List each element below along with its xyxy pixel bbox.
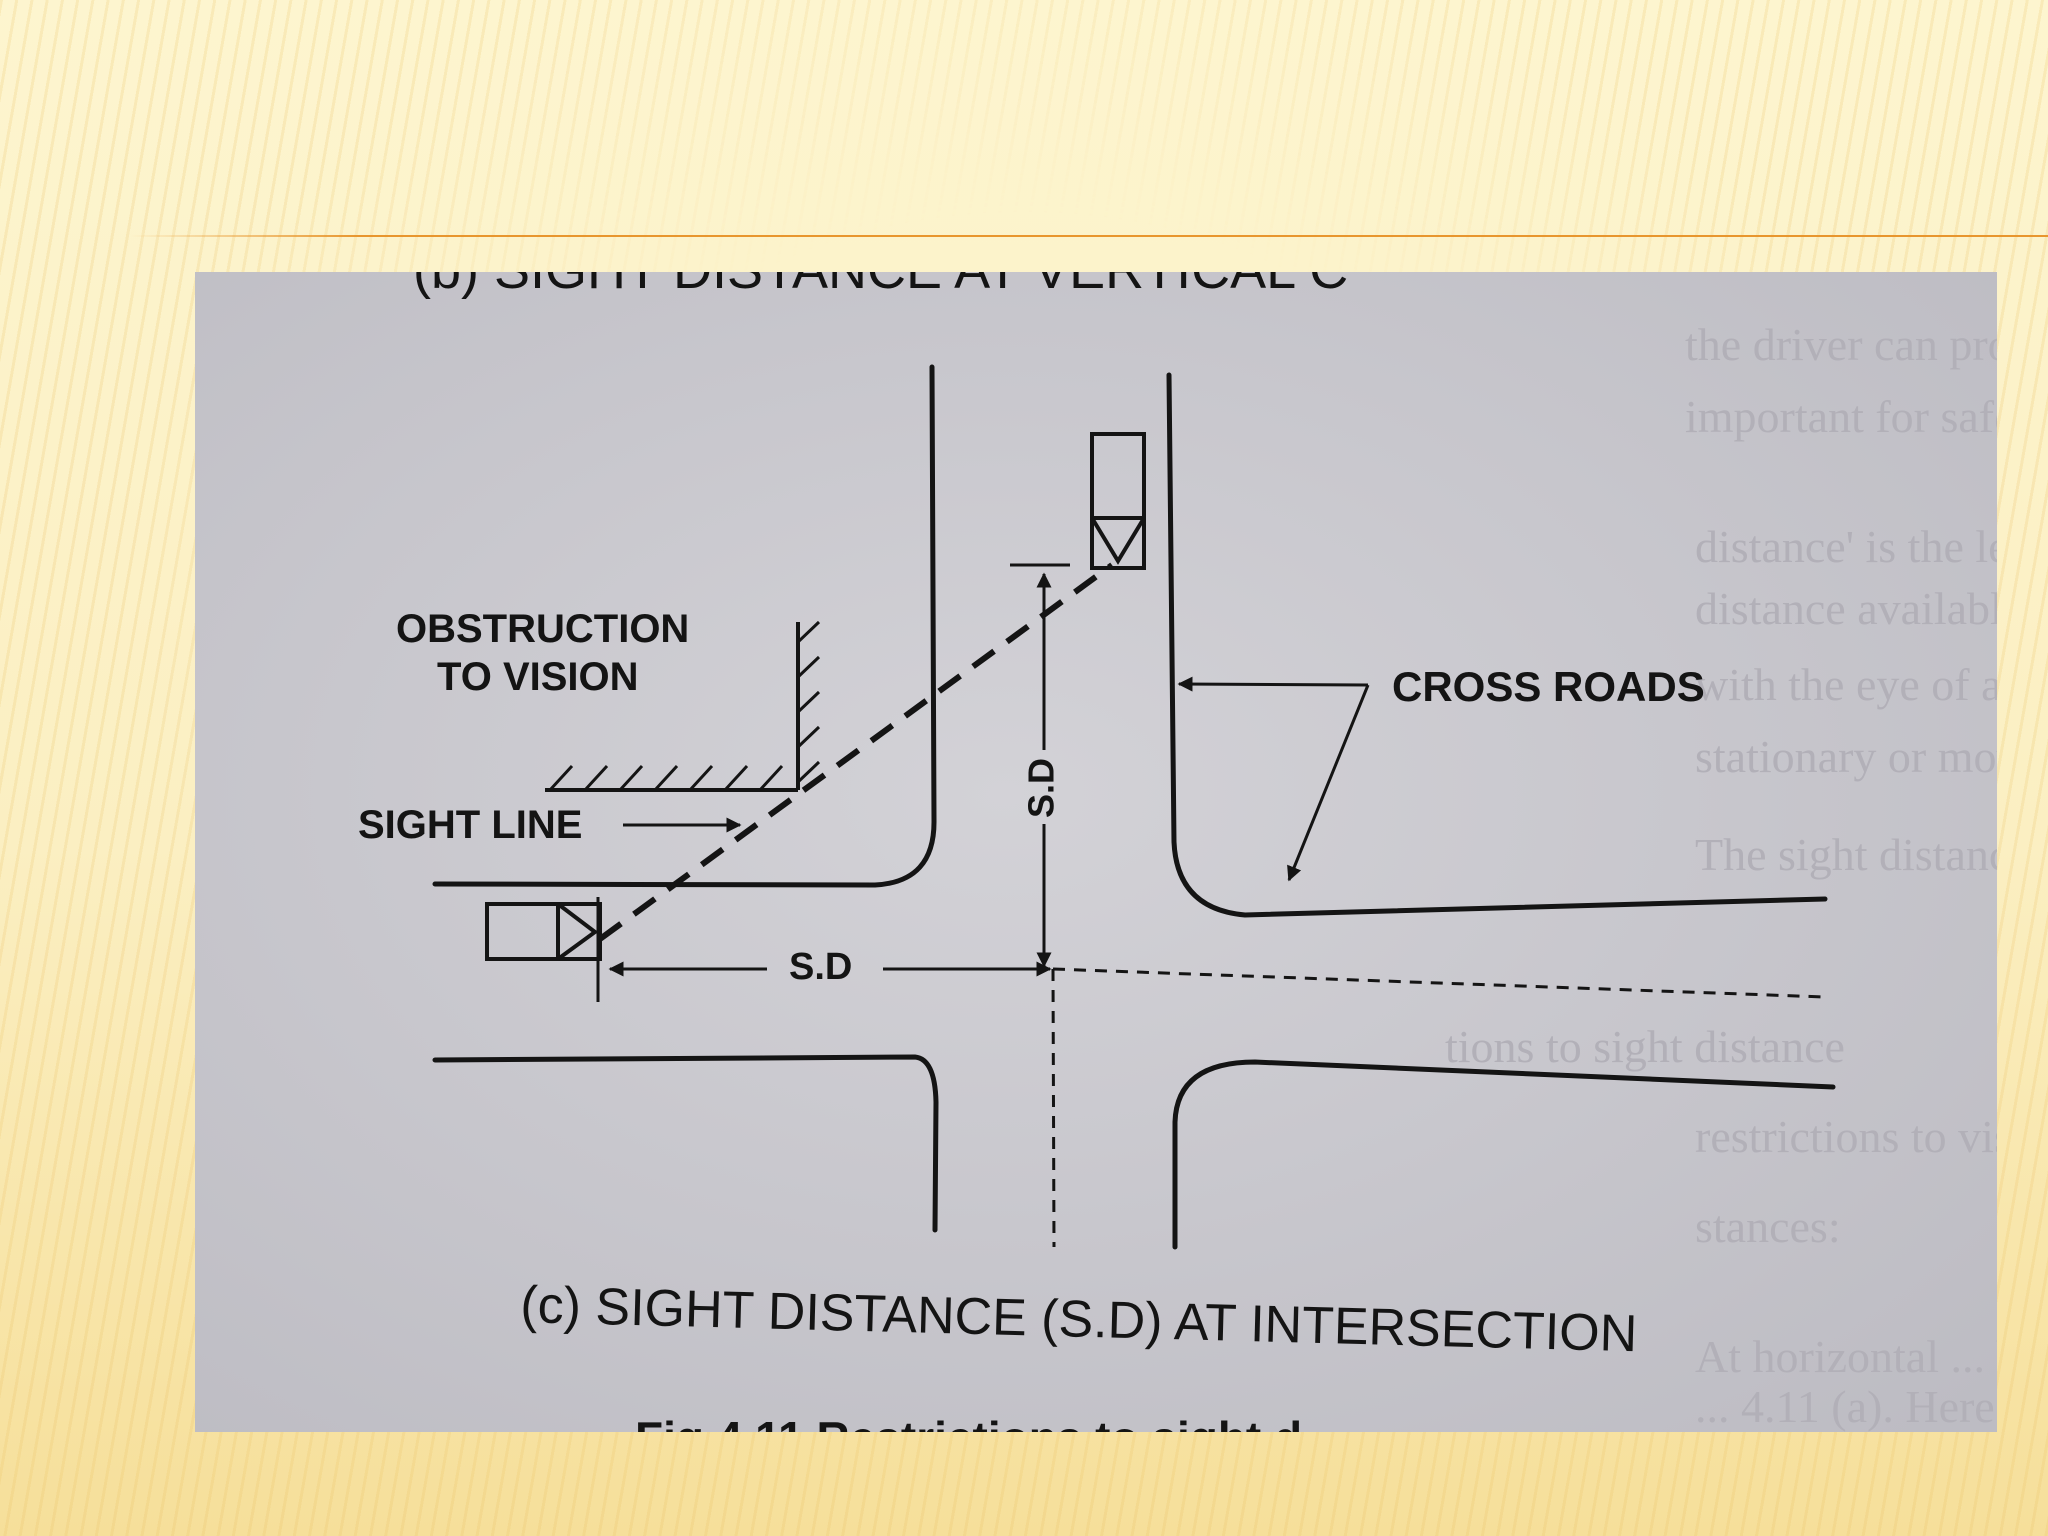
sight-distance-dimensions [608, 572, 1052, 977]
bleed-line-3: distance' is the length of the road at a… [1695, 521, 1997, 572]
bleed-through-text: the driver can proceed. In order ... ahe… [1445, 319, 1997, 1432]
road-edges [432, 364, 1836, 1250]
obstruction-label-line1: OBSTRUCTION [396, 607, 689, 651]
bleed-line-10: stances: [1695, 1201, 1841, 1252]
bleed-line-8: tions to sight distance [1445, 1021, 1845, 1072]
road-edge-top-left [432, 364, 937, 888]
vehicle-top [1010, 432, 1146, 570]
vehicle-left [485, 897, 602, 1002]
vertical-center-line [1051, 968, 1056, 1248]
vehicle-top-headlight [1090, 516, 1146, 565]
horizontal-center-line [1052, 967, 1826, 999]
title-divider-line [130, 235, 2048, 237]
road-edge-top-right [1166, 372, 1828, 918]
center-lines [1051, 967, 1826, 1248]
bleed-line-11: At horizontal ... by objects [1695, 1331, 1997, 1382]
road-edge-bottom-left [432, 1054, 939, 1233]
bleed-line-2: important for safe vehicle... [1685, 391, 1997, 442]
vehicle-top-body [1090, 432, 1146, 570]
paper-background [195, 272, 1997, 1432]
obstruction-wall [545, 620, 821, 792]
vehicle-left-body [485, 902, 602, 961]
obstruction-label-line2: TO VISION [437, 655, 639, 699]
cross-roads-pointer-arrow-1 [1177, 676, 1369, 692]
pointer-arrows [623, 676, 1370, 882]
intersection-diagram: the driver can proceed. In order ... ahe… [195, 272, 1997, 1432]
sd-vertical-label: S.D [1021, 758, 1062, 818]
sight-line [598, 562, 1114, 942]
road-edge-bottom-right [1172, 1059, 1836, 1250]
bleed-line-12: ... 4.11 (a). Here the [1695, 1381, 1997, 1432]
previous-figure-caption: (b) SIGHT DISTANCE AT VERTICAL C [413, 272, 1348, 300]
cross-roads-label: CROSS ROADS [1392, 663, 1705, 710]
cross-roads-pointer-arrow-2 [1287, 684, 1370, 882]
obstruction-hatching [548, 620, 821, 792]
sd-horizontal-label: S.D [789, 946, 852, 988]
bleed-line-4: distance available at any location ... s… [1695, 583, 1997, 634]
next-figure-caption: Fig 4.11 Restrictions to sight d [635, 1412, 1302, 1432]
vehicle-left-headlight [556, 902, 599, 961]
textbook-photo: the driver can proceed. In order ... ahe… [195, 272, 1997, 1432]
bleed-line-1: the driver can proceed. In order ... ahe… [1685, 319, 1997, 370]
bleed-line-6: stationary or moving object ... during [1695, 731, 1997, 782]
bleed-line-7: The sight distance between ... along th [1695, 829, 1997, 880]
bleed-line-5: with the eye of a driver ... has no [1695, 659, 1997, 710]
sight-line-label: SIGHT LINE [358, 803, 582, 847]
bleed-line-9: restrictions to visibility ... in the fo… [1695, 1111, 1997, 1162]
